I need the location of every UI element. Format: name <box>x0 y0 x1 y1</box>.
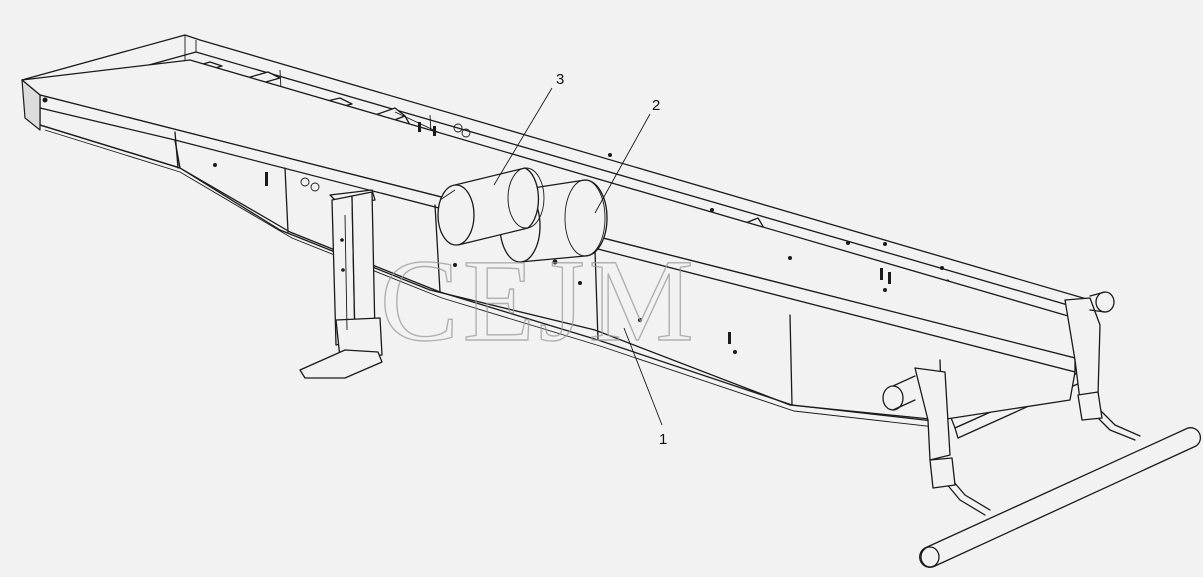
rear-end-assembly <box>882 291 1202 568</box>
rail-holes <box>42 97 944 354</box>
callout-3-label: 3 <box>556 71 564 88</box>
callout-3: 3 <box>493 71 564 186</box>
callout-1-label: 1 <box>659 431 667 448</box>
callout-2: 2 <box>594 97 660 214</box>
support-leg <box>299 189 383 379</box>
callout-2-label: 2 <box>652 97 660 114</box>
cylinder-component-3 <box>437 167 545 246</box>
watermark-text: CEJM <box>380 235 698 366</box>
callout-1: 1 <box>623 327 667 448</box>
